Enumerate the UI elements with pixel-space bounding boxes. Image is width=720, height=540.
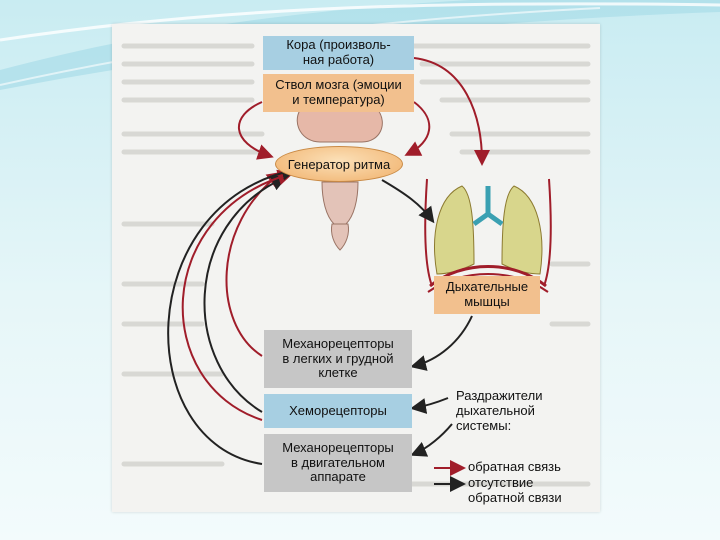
- respiration-control-diagram: Кора (произволь- ная работа) Ствол мозга…: [112, 24, 600, 512]
- brainstem-box: Ствол мозга (эмоции и температура): [263, 74, 414, 112]
- mechanoreceptors-lungs-box: Механорецепторы в легких и грудной клетк…: [264, 330, 412, 388]
- arrow-muscles-to-mechanoreceptors: [410, 315, 473, 371]
- arrow-chemoreceptors-to-generator: [203, 175, 288, 413]
- arrow-stimuli-to-chemoreceptors: [410, 397, 449, 414]
- brain-icon: [296, 109, 383, 251]
- chemoreceptors-box: Хеморецепторы: [264, 394, 412, 428]
- legend-title: Раздражители дыхательной системы:: [456, 388, 543, 433]
- respiratory-muscles-box: Дыхательные мышцы: [434, 276, 540, 314]
- rhythm-generator: Генератор ритма: [275, 146, 403, 182]
- mechanoreceptors-motor-box: Механорецепторы в двигательном аппарате: [264, 434, 412, 492]
- arrow-chemoreceptors-feedback: [181, 169, 294, 421]
- arrow-brainstem-to-generator: [237, 101, 274, 160]
- arrow-lungs-receptors-to-generator: [225, 171, 284, 357]
- arrows-layer: [167, 57, 490, 492]
- background-page-texture: [121, 43, 591, 487]
- arrow-cortex-to-muscles: [413, 57, 490, 166]
- arrow-brainstem-right-to-generator: [404, 101, 431, 156]
- arrow-motor-to-generator: [167, 164, 298, 465]
- lungs-icon: [424, 178, 552, 293]
- arrow-generator-to-muscles: [381, 179, 435, 224]
- legend-feedback-label: обратная связь: [468, 459, 561, 474]
- cortex-box: Кора (произволь- ная работа): [263, 36, 414, 70]
- legend-no-feedback-label: отсутствие обратной связи: [468, 475, 562, 505]
- arrow-stimuli-to-motor: [410, 423, 453, 457]
